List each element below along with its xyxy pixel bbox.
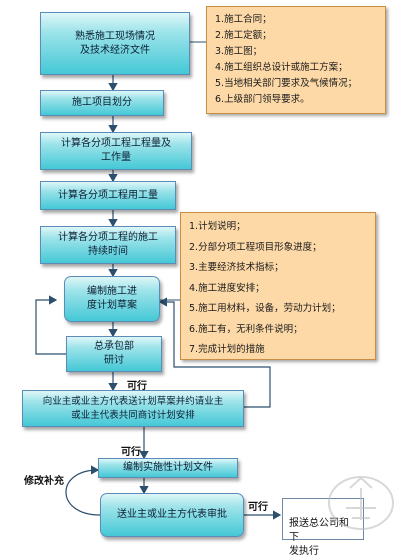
revise-loop (65, 465, 101, 516)
step-owner-approval: 送业主或业主方代表审批 (100, 493, 244, 537)
note-plan-contents: 1.计划说明； 2.分部分项工程项目形象进度； 3.主要经济技术指标； 4.施工… (180, 212, 376, 360)
step-prepare-plan-label: 编制实施性计划文件 (123, 462, 213, 473)
step-calc-labor-label: 计算各分项工程用工量 (58, 189, 158, 201)
step-draft-schedule: 编制施工进 度计划草案 (64, 276, 160, 322)
step-survey-site: 熟悉施工现场情况 及技术经济文件 (40, 12, 190, 75)
note-plan-item: 3.主要经济技术指标； (189, 262, 284, 273)
step-survey-site-label: 熟悉施工现场情况 及技术经济文件 (75, 30, 155, 56)
step-submit-to-owner-label: 向业主或业主方代表送计划草案并约请业主 或业主代表共同商讨计划安排 (42, 395, 224, 421)
label-feasible-1: 可行 (127, 381, 147, 392)
label-revise: 修改补充 (24, 476, 64, 487)
step-owner-approval-label: 送业主或业主方代表审批 (117, 509, 227, 520)
note-inputs-item: 6.上级部门领导要求。 (215, 94, 310, 105)
step-draft-schedule-label: 编制施工进 度计划草案 (87, 286, 137, 311)
note-inputs-item: 4.施工组织总设计或施工方案； (215, 62, 348, 73)
note-plan-item: 7.完成计划的措施 (189, 344, 265, 355)
step-calc-duration-label: 计算各分项工程的施工 持续时间 (58, 232, 158, 257)
label-feasible-3: 可行 (248, 502, 268, 513)
step-prepare-plan: 编制实施性计划文件 (98, 458, 238, 478)
step-contractor-review: 总承包部 研讨 (66, 336, 162, 372)
step-report-execute: 报送总公司和下 发执行 (282, 498, 364, 557)
note-plan-item: 1.计划说明； (189, 221, 246, 232)
step-divide-project: 施工项目划分 (40, 90, 164, 116)
note-inputs: 1.施工合同； 2.施工定额； 3.施工图； 4.施工组织总设计或施工方案； 5… (206, 6, 386, 114)
note-inputs-item: 5.当地相关部门要求及气候情况； (215, 78, 358, 89)
note-plan-item: 5.施工用材料，设备，劳动力计划； (189, 303, 341, 314)
step-report-execute-label: 报送总公司和下 发执行 (289, 518, 349, 557)
note-plan-item: 6.施工有，无利条件说明； (189, 323, 303, 335)
step-submit-to-owner: 向业主或业主方代表送计划草案并约请业主 或业主代表共同商讨计划安排 (22, 390, 244, 427)
note-plan-item: 2.分部分项工程项目形象进度； (189, 241, 322, 253)
note-plan-item: 4.施工进度安排； (189, 282, 265, 294)
loop-n7-n6 (35, 295, 66, 355)
step-divide-project-label: 施工项目划分 (72, 97, 132, 108)
step-contractor-review-label: 总承包部 研讨 (94, 341, 134, 366)
watermark-logo (328, 476, 394, 530)
loop-n8-n6 (158, 297, 271, 408)
note-inputs-item: 3.施工图； (215, 46, 263, 57)
step-calc-quantities: 计算各分项工程工程量及 工作量 (40, 132, 192, 170)
note-inputs-item: 2.施工定额； (215, 30, 272, 41)
step-calc-labor: 计算各分项工程用工量 (40, 181, 176, 210)
note-inputs-item: 1.施工合同； (215, 14, 272, 25)
step-calc-quantities-label: 计算各分项工程工程量及 工作量 (61, 138, 171, 163)
label-feasible-2: 可行 (121, 447, 141, 458)
step-calc-duration: 计算各分项工程的施工 持续时间 (40, 226, 176, 264)
